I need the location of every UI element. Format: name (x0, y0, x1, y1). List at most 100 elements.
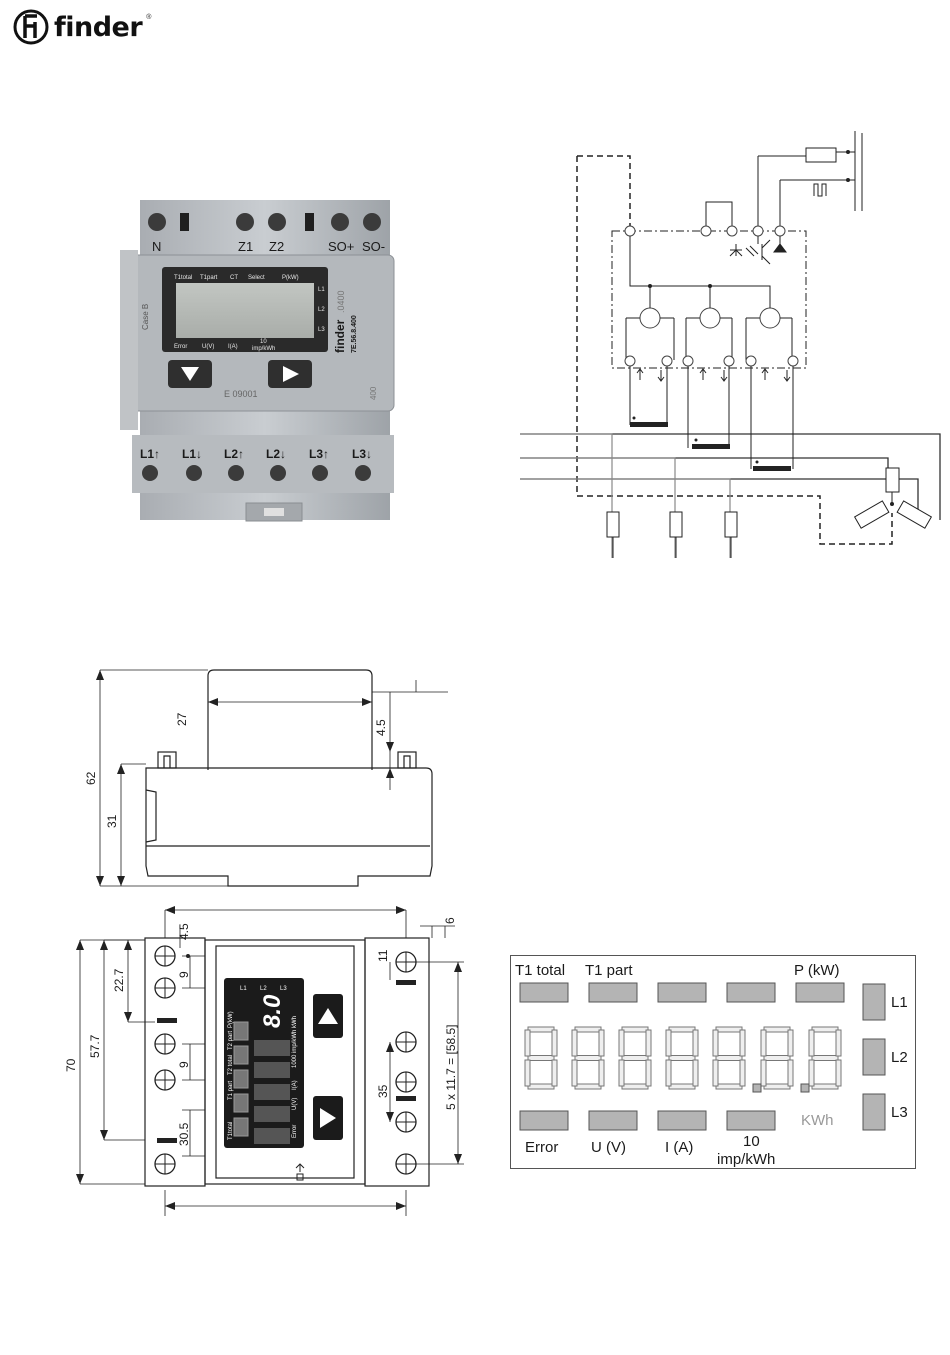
lcd-indicator-uv (588, 1110, 638, 1131)
dim-front-11: 11 (376, 949, 390, 962)
lcd-digit-2-segment-2 (574, 1055, 602, 1061)
photo-right-arrow-icon (283, 366, 299, 382)
dim-front-9-mid: 9 (177, 1061, 191, 1068)
bottom-screws (142, 465, 371, 481)
lcd-indicator-error (519, 1110, 569, 1131)
photo-lcd-phase-l1: L1 (318, 287, 325, 293)
wiring-diagram (520, 131, 941, 558)
front-lcd-imp: 1000 imp/kWh (292, 1030, 298, 1068)
terminal-label-so-plus: SO+ (328, 239, 354, 254)
lcd-digit-7-segment-6 (808, 1059, 815, 1087)
photo-brand-text: finder (333, 319, 347, 353)
lcd-digit-6-segment-3 (763, 1083, 791, 1090)
lcd-label-error: Error (525, 1139, 558, 1156)
photo-lcd-label-uv: U(V) (202, 344, 214, 350)
dim-front-57-7: 57.7 (88, 1034, 102, 1058)
lcd-digit-4-segment-2 (668, 1055, 696, 1061)
front-up-arrow-icon (318, 1008, 338, 1024)
lcd-indicator-imp (726, 1110, 776, 1131)
lcd-digit-6-segment-4 (760, 1029, 767, 1057)
lcd-digit-1-segment-7 (551, 1059, 558, 1087)
terminal-label-so-minus: SO- (362, 239, 385, 254)
lcd-indicator-t1-total (519, 982, 569, 1003)
photo-lcd-phase-l3: L3 (318, 327, 325, 333)
photo-lcd-label-10: 10 (260, 339, 267, 345)
lcd-digit-5-segment-1 (715, 1026, 743, 1033)
lcd-digit-7-segment-2 (811, 1055, 839, 1061)
lcd-digit-4-segment-4 (665, 1029, 672, 1057)
lcd-digit-3-segment-7 (645, 1059, 652, 1087)
bottom-terminal-block (132, 435, 394, 493)
dim-front-pitch: 5 x 11.7 = [58.5] (444, 1024, 458, 1110)
photo-lcd-phase-l2: L2 (318, 307, 325, 313)
photo-side-label: Case B (141, 304, 150, 330)
lcd-label-t1-part: T1 part (585, 962, 633, 979)
front-lcd-l1: L1 (240, 986, 247, 992)
lcd-digit-1-segment-2 (527, 1055, 555, 1061)
lcd-digit-7-segment-3 (811, 1083, 839, 1090)
lcd-digit-6-segment-7 (787, 1059, 794, 1087)
photo-model-suffix: .0400 (336, 290, 346, 313)
side-dimension-drawing: 62 31 27 4.5 (84, 669, 448, 887)
front-lcd-uv: U(V) (292, 1098, 298, 1110)
lcd-indicator-l3 (862, 1093, 886, 1131)
front-lcd-kwh: kWh (292, 1016, 298, 1028)
lcd-digit-6-segment-1 (763, 1026, 791, 1033)
front-lcd-t1total: T1total (228, 1122, 234, 1140)
lcd-digit-7-segment-5 (835, 1029, 842, 1057)
seven-segment-digits (524, 1026, 842, 1090)
lcd-label-l1: L1 (891, 994, 908, 1011)
lcd-digit-1-segment-4 (524, 1029, 531, 1057)
lcd-decimal-point-2 (800, 1083, 810, 1093)
lcd-digit-4-segment-1 (668, 1026, 696, 1033)
lcd-label-imp-value: 10 (743, 1133, 760, 1150)
photo-lcd-label-ct: CT (230, 275, 238, 281)
photo-lcd-label-imp: imp/kWh (252, 346, 275, 352)
dim-side-4-5: 4.5 (374, 719, 388, 736)
front-lcd-ia: I(A) (292, 1080, 298, 1090)
lcd-digit-2-segment-5 (598, 1029, 605, 1057)
dim-front-22-7: 22.7 (112, 968, 126, 992)
photo-front-code: E 09001 (224, 389, 258, 399)
lcd-indicator-3 (657, 982, 707, 1003)
lcd-digit-4-segment-6 (665, 1059, 672, 1087)
lcd-digit-1-segment-3 (527, 1083, 555, 1090)
side-wall (120, 250, 138, 430)
lcd-indicator-l2 (862, 1038, 886, 1076)
lcd-indicator-p-kw (795, 982, 845, 1003)
lcd-indicator-4 (726, 982, 776, 1003)
lcd-digit-6-segment-5 (787, 1029, 794, 1057)
brand-logo: finder ® (12, 8, 151, 46)
terminal-label-l1-out: L1↓ (182, 447, 202, 461)
photo-down-arrow-icon (181, 367, 199, 381)
lcd-label-l2: L2 (891, 1049, 908, 1066)
lcd-decimal-point-1 (752, 1083, 762, 1093)
dim-front-6: 6 (443, 917, 457, 924)
lcd-digit-1-segment-5 (551, 1029, 558, 1057)
front-lcd-l2: L2 (260, 986, 267, 992)
terminal-label-z1: Z1 (238, 239, 253, 254)
front-lcd-t2part: T2 part (228, 1031, 234, 1050)
photo-side-code: 400 (369, 386, 378, 400)
lcd-digit-2-segment-3 (574, 1083, 602, 1090)
photo-lcd-label-select: Select (248, 275, 265, 281)
photo-lcd-label-error: Error (174, 344, 187, 350)
finder-logo-icon (13, 9, 49, 45)
terminal-label-n: N (152, 239, 161, 254)
lcd-label-imp-unit: imp/kWh (717, 1151, 775, 1167)
lcd-digit-2-segment-4 (571, 1029, 578, 1057)
lcd-digit-4-segment-5 (692, 1029, 699, 1057)
lcd-legend-drawing: T1 total T1 part P (kW) L1 L2 L3 Error U… (515, 962, 908, 1168)
terminal-label-z2: Z2 (269, 239, 284, 254)
lcd-label-u-v: U (V) (591, 1139, 626, 1156)
lcd-digit-2-segment-1 (574, 1026, 602, 1033)
dim-side-31: 31 (105, 814, 119, 828)
dim-front-35: 35 (376, 1084, 390, 1098)
lcd-digit-1-segment-1 (527, 1026, 555, 1033)
lcd-digit-3-segment-2 (621, 1055, 649, 1061)
dim-front-9-top: 9 (177, 971, 191, 978)
lcd-digit-4-segment-7 (692, 1059, 699, 1087)
brand-name: finder (54, 11, 143, 43)
lcd-digit-6-segment-6 (760, 1059, 767, 1087)
lcd-indicator-t1-part (588, 982, 638, 1003)
